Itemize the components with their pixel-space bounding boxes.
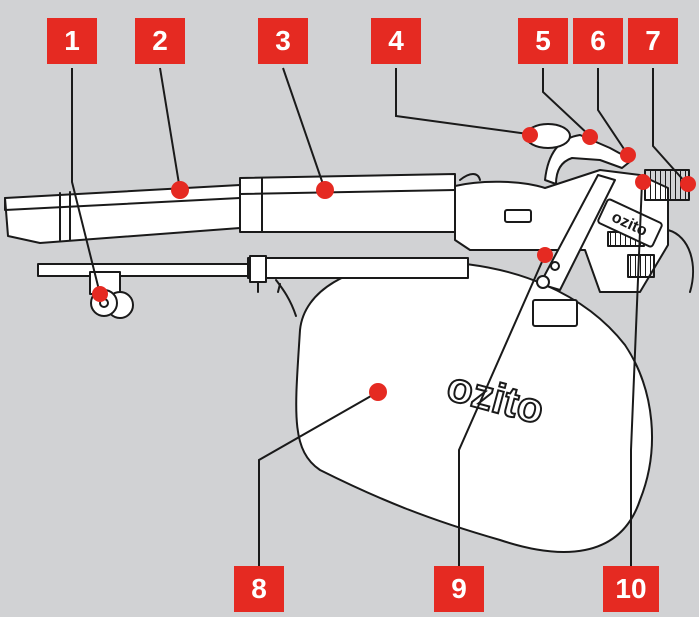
leader-line-9 [458,254,546,566]
leader-line-1 [71,68,101,295]
callout-10: 10 [603,566,659,612]
callout-3: 3 [258,18,308,64]
callout-dot-7 [680,176,696,192]
mode-selector-plate [539,174,616,291]
bag-collar [532,299,578,327]
callout-dot-3 [316,181,334,199]
callout-4: 4 [371,18,421,64]
leader-line-2 [159,67,181,191]
callout-6: 6 [573,18,623,64]
leader-line-8 [258,391,379,566]
callout-dot-5 [582,129,598,145]
callout-dot-9 [537,247,553,263]
leader-line-4 [395,68,529,135]
callout-7: 7 [628,18,678,64]
callout-dot-6 [620,147,636,163]
leader-line-5 [542,68,591,137]
callout-9: 9 [434,566,484,612]
leader-line-6 [597,68,629,156]
lower-tube-front [37,263,249,277]
callout-dot-1 [92,286,108,302]
bag-strap [275,279,297,317]
tube-clamp [249,255,267,283]
callout-2: 2 [135,18,185,64]
callout-dot-8 [369,383,387,401]
collection-bag [295,260,653,553]
power-cord [667,229,694,293]
callout-1: 1 [47,18,97,64]
front-blower-tube [4,184,241,244]
callout-dot-10 [635,174,651,190]
leader-line-7 [652,68,687,184]
lower-tube-rear [247,257,469,279]
callout-dot-2 [171,181,189,199]
leader-line-3 [282,67,326,191]
leader-lines [71,67,687,566]
handle [544,134,633,185]
callout-8: 8 [234,566,284,612]
callout-5: 5 [518,18,568,64]
vent-panel [627,254,655,278]
callout-dot-4 [522,127,538,143]
middle-blower-tube [239,173,456,233]
leader-line-10 [630,181,643,566]
